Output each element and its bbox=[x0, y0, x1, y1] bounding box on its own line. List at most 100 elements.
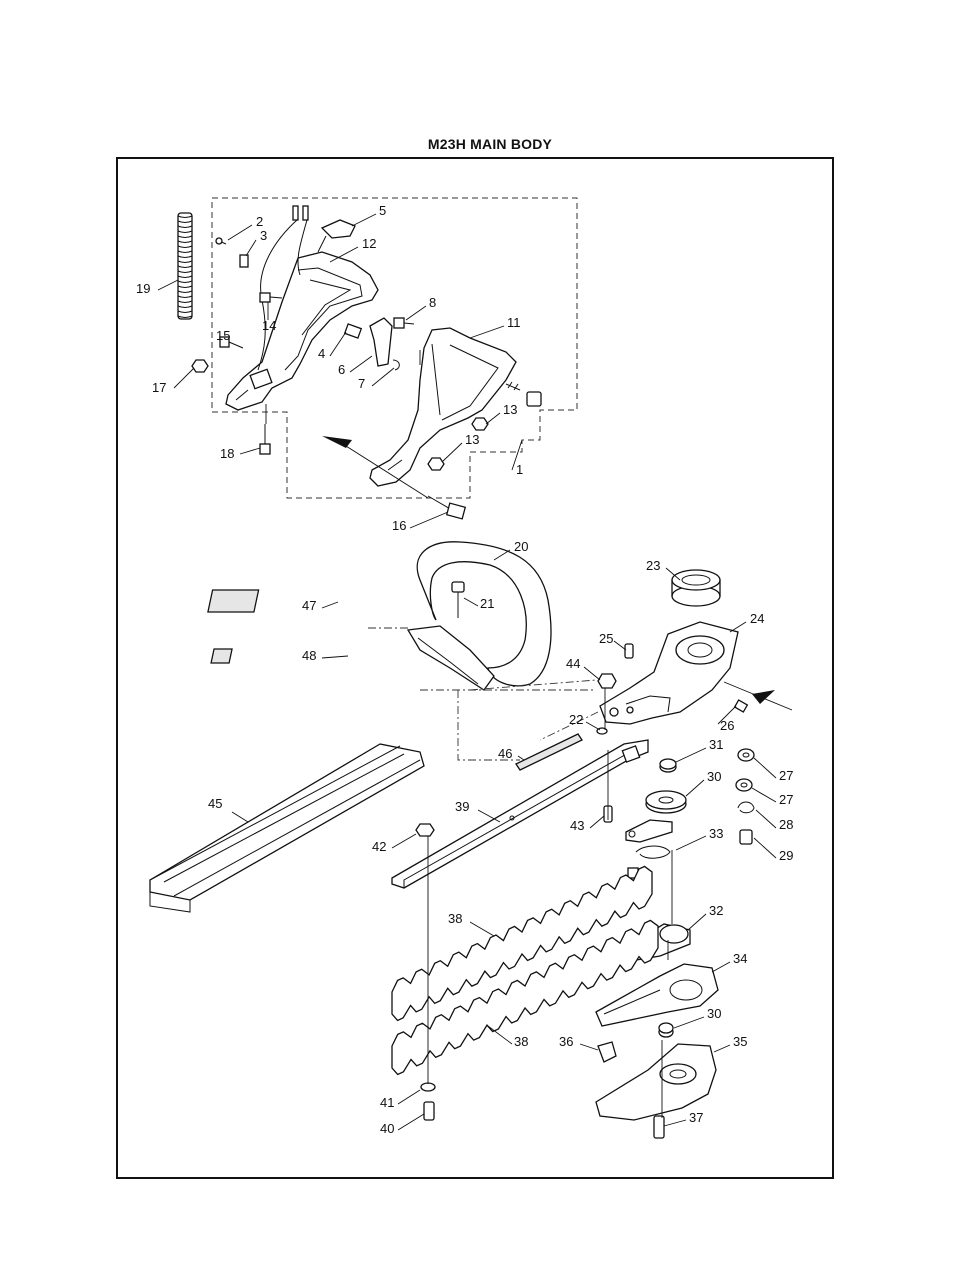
part-number-label: 35 bbox=[733, 1034, 747, 1049]
part-number-label: 32 bbox=[709, 903, 723, 918]
part-number-label: 2 bbox=[256, 214, 263, 229]
part-number-label: 38 bbox=[448, 911, 462, 926]
nuts-and-bolt bbox=[427, 417, 489, 520]
callout-leader bbox=[351, 213, 377, 227]
clutch-drum-part bbox=[671, 569, 721, 607]
part-number-label: 14 bbox=[262, 318, 276, 333]
throttle-handle-part bbox=[225, 251, 379, 411]
handle-assembly-outline bbox=[211, 197, 578, 499]
label-strip-part bbox=[515, 733, 583, 771]
bolt-21-part bbox=[451, 581, 465, 618]
callout-leader bbox=[239, 447, 261, 455]
callout-leader bbox=[511, 439, 523, 471]
direction-arrow-2 bbox=[723, 681, 793, 711]
callout-leader bbox=[469, 325, 505, 339]
callout-leader bbox=[729, 621, 747, 633]
part-number-label: 41 bbox=[380, 1095, 394, 1110]
direction-arrow bbox=[322, 436, 429, 499]
callout-leader bbox=[227, 224, 253, 241]
blade-cover-part bbox=[149, 743, 425, 913]
part-number-label: 11 bbox=[507, 315, 521, 330]
callout-leader bbox=[675, 747, 707, 763]
part-number-label: 29 bbox=[779, 848, 793, 863]
callout-leader bbox=[711, 961, 731, 973]
callout-leader bbox=[441, 442, 463, 463]
part-number-label: 36 bbox=[559, 1034, 573, 1049]
callout-leader bbox=[487, 1025, 513, 1045]
callout-leader bbox=[663, 1119, 687, 1127]
part-number-callouts: 1234567811121313141516171819202122232425… bbox=[136, 203, 793, 1136]
callout-leader bbox=[675, 835, 707, 851]
loop-handle-part bbox=[406, 541, 552, 691]
callout-leader bbox=[321, 655, 349, 659]
part-number-label: 18 bbox=[220, 446, 234, 461]
part-number-label: 12 bbox=[362, 236, 376, 251]
callout-leader bbox=[409, 511, 449, 529]
part-number-label: 13 bbox=[465, 432, 479, 447]
callout-leader bbox=[469, 921, 495, 937]
callout-leader bbox=[713, 1044, 731, 1053]
part-number-label: 19 bbox=[136, 281, 150, 296]
part-number-label: 31 bbox=[709, 737, 723, 752]
right-bearings bbox=[735, 748, 755, 845]
part-number-label: 15 bbox=[216, 328, 230, 343]
part-number-label: 23 bbox=[646, 558, 660, 573]
callout-leader bbox=[321, 601, 339, 609]
part-number-label: 20 bbox=[514, 539, 528, 554]
callout-leader bbox=[493, 549, 511, 561]
callout-leader bbox=[751, 787, 777, 803]
callout-leader bbox=[477, 809, 501, 823]
lower-hardware bbox=[597, 1022, 674, 1139]
part-number-label: 46 bbox=[498, 746, 512, 761]
callout-leader bbox=[371, 367, 395, 387]
part-number-label: 39 bbox=[455, 799, 469, 814]
part-number-label: 48 bbox=[302, 648, 316, 663]
part-number-label: 37 bbox=[689, 1110, 703, 1125]
part-number-label: 43 bbox=[570, 818, 584, 833]
handle-bracket-part bbox=[369, 327, 542, 487]
cutter-blades-part bbox=[391, 865, 659, 1076]
callout-leader bbox=[687, 913, 707, 931]
callout-leader bbox=[405, 305, 427, 321]
part-number-label: 47 bbox=[302, 598, 316, 613]
callout-leader bbox=[517, 755, 525, 761]
cover-plate-part bbox=[595, 1043, 717, 1121]
part-number-label: 40 bbox=[380, 1121, 394, 1136]
callout-leader bbox=[753, 757, 777, 779]
gear-train-parts bbox=[625, 758, 687, 859]
callout-leader bbox=[579, 1043, 599, 1051]
part-number-label: 38 bbox=[514, 1034, 528, 1049]
small-parts bbox=[191, 237, 415, 455]
part-number-label: 7 bbox=[358, 376, 365, 391]
part-number-label: 33 bbox=[709, 826, 723, 841]
part-number-label: 28 bbox=[779, 817, 793, 832]
part-number-label: 26 bbox=[720, 718, 734, 733]
part-number-label: 1 bbox=[516, 462, 523, 477]
part-number-label: 45 bbox=[208, 796, 222, 811]
blade-bolt-parts bbox=[420, 1082, 436, 1121]
callout-leader bbox=[329, 246, 359, 263]
diagram-title: M23H MAIN BODY bbox=[427, 136, 553, 152]
part-number-label: 30 bbox=[707, 1006, 721, 1021]
callout-leader bbox=[585, 721, 601, 731]
callout-leader bbox=[231, 811, 249, 823]
part-number-label: 44 bbox=[566, 656, 580, 671]
part-number-label: 6 bbox=[338, 362, 345, 377]
part-number-label: 5 bbox=[379, 203, 386, 218]
callout-leader bbox=[397, 1089, 421, 1105]
part-number-label: 21 bbox=[480, 596, 494, 611]
callout-leader bbox=[245, 239, 257, 257]
callout-leader bbox=[673, 1016, 705, 1029]
callout-leader bbox=[391, 833, 417, 849]
callout-leader bbox=[329, 331, 347, 357]
gasket-plate-part bbox=[595, 963, 719, 1027]
part-number-label: 22 bbox=[569, 712, 583, 727]
callout-leader bbox=[349, 355, 373, 373]
part-number-label: 17 bbox=[152, 380, 166, 395]
part-number-label: 4 bbox=[318, 346, 325, 361]
diagram-frame bbox=[116, 157, 834, 1179]
alignment-lines bbox=[265, 350, 673, 1118]
part-number-label: 42 bbox=[372, 839, 386, 854]
part-number-label: 27 bbox=[779, 792, 793, 807]
